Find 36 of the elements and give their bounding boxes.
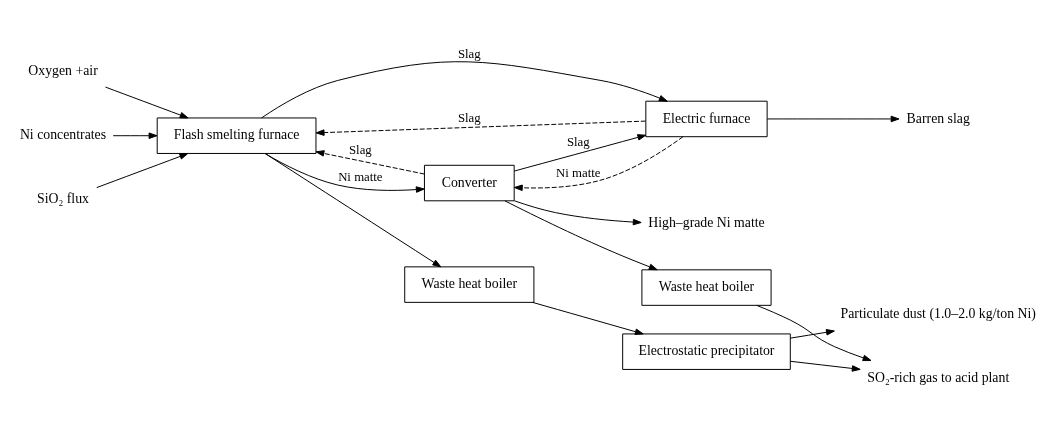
- arrow: [504, 200, 658, 271]
- arrow: [789, 360, 861, 372]
- arrow: [261, 61, 668, 119]
- arrow: [96, 153, 189, 189]
- arrow: [532, 301, 644, 335]
- node-text: Barren slag: [906, 110, 970, 126]
- node-box: Electrostatic precipitator: [622, 333, 791, 370]
- edge-label: Slag: [457, 111, 481, 126]
- node-text: High–grade Ni matte: [648, 215, 765, 231]
- arrow: [112, 132, 158, 139]
- edge-label: Ni matte: [556, 165, 601, 180]
- edge-label: Slag: [348, 142, 372, 157]
- arrow: [264, 153, 425, 193]
- arrow: [513, 134, 647, 172]
- arrow: [513, 200, 642, 226]
- arrow: [756, 304, 872, 362]
- node-box: Electric furnace: [645, 100, 768, 138]
- arrow: [513, 136, 684, 192]
- edge-label: Ni matte: [338, 170, 383, 185]
- arrow: [105, 86, 189, 119]
- node-text: Particulate dust (1.0–2.0 kg/ton Ni): [840, 305, 1036, 321]
- node-text: SO₂-rich gas to acid plant: [867, 369, 1010, 385]
- arrow: [315, 150, 425, 175]
- node-text: Oxygen +air: [28, 63, 98, 79]
- arrow: [789, 329, 835, 339]
- arrow: [766, 115, 900, 123]
- arrow: [264, 153, 442, 268]
- arrow: [315, 120, 647, 136]
- node-box: Waste heat boiler: [641, 269, 772, 306]
- edge-label: Slag: [457, 47, 481, 62]
- edge-label: Slag: [566, 134, 590, 149]
- node-box: Flash smelting furnace: [156, 117, 317, 154]
- node-text: Ni concentrates: [19, 127, 107, 143]
- node-box: Waste heat boiler: [404, 266, 535, 303]
- node-box: Converter: [423, 164, 515, 202]
- node-text: SiO₂ flux: [37, 191, 90, 207]
